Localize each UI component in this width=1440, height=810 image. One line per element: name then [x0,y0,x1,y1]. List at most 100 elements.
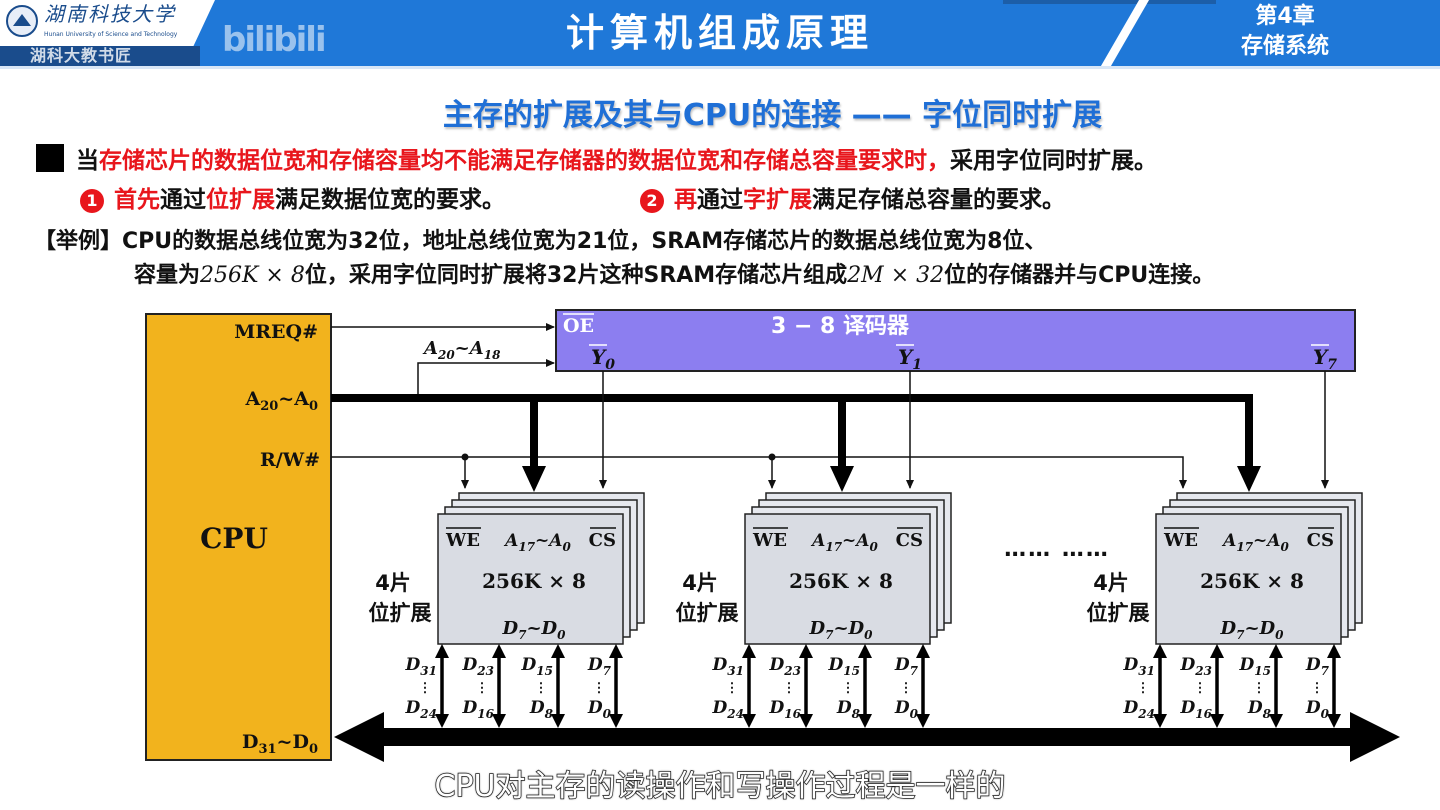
data-line-top-label: D23​ [462,655,494,678]
group-type-label: 位扩展 [676,601,739,625]
data-line-d23-d16: D23​⋮D16​ [769,644,813,728]
example-text-1: CPU的数据总线位宽为32位，地址总线位宽为21位，SRAM存储芯片的数据总线位… [122,229,1047,254]
chapter-number: 第4章 [1255,4,1315,29]
university-logo-area: 湖南科技大学 Hunan University of Science and T… [0,0,215,46]
data-down-arrow [1327,714,1341,728]
university-emblem-icon [6,5,38,37]
data-up-arrow [609,644,623,658]
memory-capacity-formula: 2M × 32 [847,263,945,288]
step-1-text: 通过 [160,187,206,213]
group-count-label: 4片 [682,571,718,595]
decoder-outputs: Y0​Y1​Y7​ [589,344,1337,373]
data-line-d15-d8: D15​ ⋮ D8​ [1239,644,1283,728]
channel-watermark: 湖科大教书匠 [30,46,133,65]
step-2-method: 字扩展 [743,187,812,213]
course-title: 计算机组成原理 [565,11,874,55]
data-line-d7-d0: D7​⋮D0​ [587,644,623,728]
data-down-arrow [609,714,623,728]
university-english-name: Hunan University of Science and Technolo… [44,31,178,38]
data-line-bottom-label: D16​ [769,698,802,721]
header-band [0,46,200,66]
data-up-arrow [1210,644,1224,658]
example-text-2b: 位，采用字位同时扩展将32片这种SRAM存储芯片组成 [304,263,848,288]
data-line-d23-d16: D23​ ⋮ D16​ [1180,644,1224,728]
chip-address-pins: A17​~A0​ [1221,531,1289,554]
chapter-name: 存储系统 [1240,34,1329,59]
chip-data-pins: D7​~D0​ [501,618,566,642]
data-line-d31-d24: D31​⋮D24​ [405,644,449,728]
data-bus-left-arrow [334,712,384,762]
data-line-d31-d24: D31​⋮D24​ [712,644,756,728]
sram-chip-front [437,513,624,645]
pin-address-holder: A20​~A0​ [244,388,318,414]
chip-we-pin: WE [752,530,787,551]
data-up-arrow [916,644,930,658]
high-address-label: A20​~A18​ [422,338,501,362]
data-down-arrow [858,714,872,728]
bilibili-watermark: bilibili [222,20,327,60]
data-line-bottom-label: D8​ [1247,698,1272,721]
data-line-bottom-label: D24​ [1123,698,1155,721]
pin-rw: R/W# [260,449,320,471]
slide-title: 主存的扩展及其与CPU的连接 —— 字位同时扩展 [442,98,1103,133]
chip-cs-pin: CS [1307,530,1334,551]
vertical-ellipsis: ⋮ [1311,681,1324,696]
rw-signal-line [331,456,1187,489]
point-1-prefix: 当 [76,148,99,174]
decoder-oe-pin: OE [563,315,594,337]
data-line-top-label: D23​ [1180,655,1212,678]
data-up-arrow [1153,644,1167,658]
data-line-top-label: D15​ [521,655,553,678]
chip-cs-pin: CS [589,530,616,551]
header-bar: 湖南科技大学 Hunan University of Science and T… [0,0,1440,66]
decoder-output-y0: Y0​ [591,345,615,373]
data-line-bottom-label: D16​ [1180,698,1213,721]
high-address-label-holder: A20​~A18​ [422,338,501,362]
example-text-2c: 位的存储器并与CPU连接。 [944,263,1215,288]
vertical-ellipsis: ⋮ [1194,681,1207,696]
chip-data-pins: D7​~D0​ [1219,618,1284,642]
data-down-arrow [551,714,565,728]
example-label: 【举例】 [34,229,123,254]
data-line-bottom-label: D16​ [462,698,495,721]
header-accent [1003,0,1216,4]
data-line-bottom-label: D8​ [836,698,861,721]
data-line-d31-d24: D31​⋮D24​ [1123,644,1167,728]
data-up-arrow [858,644,872,658]
header-underline [0,66,1440,69]
data-up-arrow [1327,644,1341,658]
step-1-goal: 满足数据位宽的要求。 [275,187,505,213]
data-up-arrow [1269,644,1283,658]
point-1-emphasis: 存储芯片的数据位宽和存储容量均不能满足存储器的数据位宽和存储总容量要求时， [99,148,950,174]
high-address-line [417,359,555,398]
data-up-arrow [742,644,756,658]
address-arrow-head [522,466,546,492]
data-line-top-label: D15​ [1239,655,1271,678]
vertical-ellipsis: ⋮ [842,681,855,696]
data-line-top-label: D31​ [712,655,744,678]
step-2-goal: 满足存储总容量的要求。 [812,187,1065,213]
vertical-ellipsis: ⋮ [900,681,913,696]
data-down-arrow [916,714,930,728]
example-line-1: 【举例】CPU的数据总线位宽为32位，地址总线位宽为21位，SRAM存储芯片的数… [34,227,1046,257]
decoder-output-y1: Y1​ [898,345,922,373]
vertical-ellipsis: ⋮ [1253,681,1266,696]
data-down-arrow [799,714,813,728]
group-count-label: 4片 [1093,571,1129,595]
vertical-ellipsis: ⋮ [783,681,796,696]
address-bus [331,394,1253,470]
chip-address-pins: A17​~A0​ [503,531,571,554]
step-2-text: 通过 [697,187,743,213]
vertical-ellipsis: ⋮ [535,681,548,696]
data-line-top-label: D7​ [894,655,919,678]
vertical-ellipsis: ⋮ [419,681,432,696]
example-line-2: 容量为256K × 8位，采用字位同时扩展将32片这种SRAM存储芯片组成2M … [134,261,1214,291]
data-line-top-label: D7​ [587,655,612,678]
step-1-emphasis: 首先 [114,187,160,213]
vertical-ellipsis: ⋮ [726,681,739,696]
